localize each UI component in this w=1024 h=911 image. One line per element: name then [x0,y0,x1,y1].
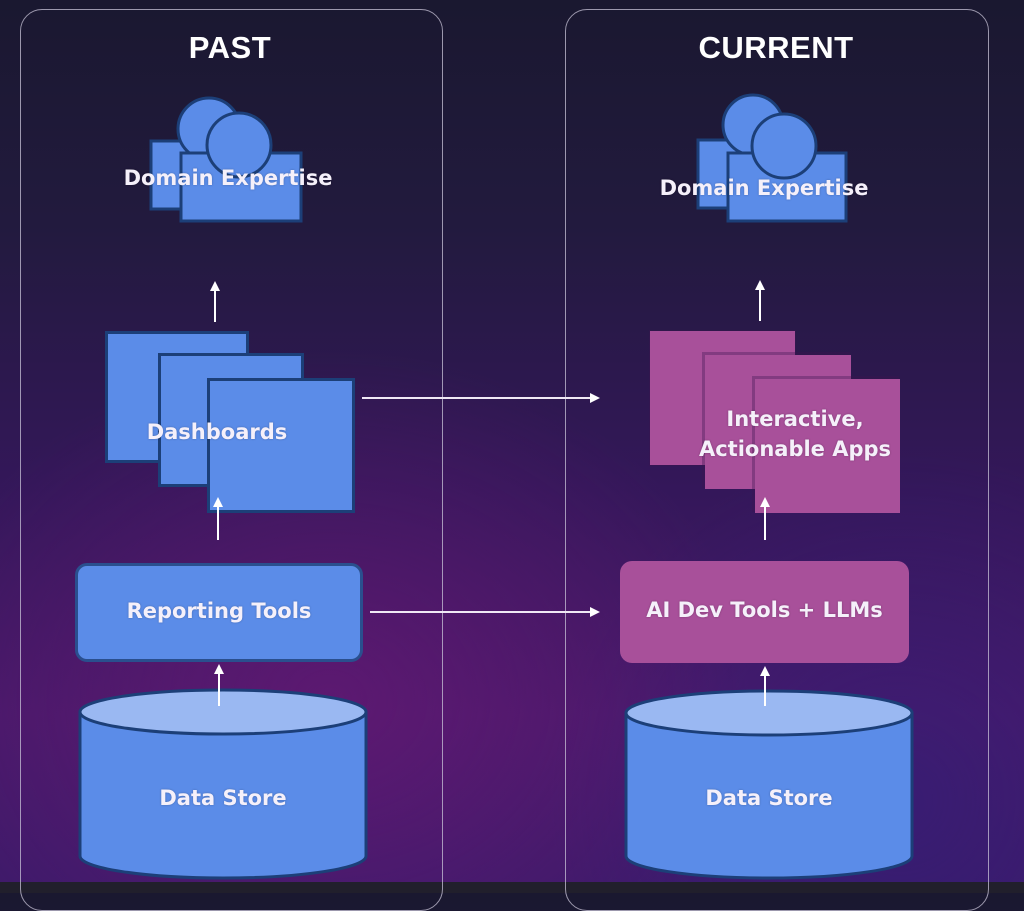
current-data-store-label: Data Store [705,786,833,810]
apps-label-line1: Interactive, [726,407,864,431]
past-data-store-label: Data Store [159,786,287,810]
apps-label: Interactive, Actionable Apps [690,404,900,464]
ai-dev-tools-label: AI Dev Tools + LLMs [646,598,883,622]
current-data-store-cylinder [624,689,914,880]
reporting-tools-label: Reporting Tools [126,599,312,623]
dashboard-card-front [207,378,355,513]
past-title: PAST [188,30,272,65]
app-card-front [755,379,900,513]
current-domain-expertise-label: Domain Expertise [659,176,869,200]
past-domain-expertise-label: Domain Expertise [123,166,333,190]
ai-dev-tools-box: AI Dev Tools + LLMs [620,561,909,663]
past-data-store-cylinder [78,688,368,880]
apps-label-line2: Actionable Apps [698,437,892,461]
current-title: CURRENT [698,30,854,65]
past-people-icon [149,96,303,223]
reporting-tools-box: Reporting Tools [75,563,363,662]
current-people-icon [696,93,848,223]
dashboards-label: Dashboards [146,420,288,444]
bottom-strip [0,882,1024,893]
